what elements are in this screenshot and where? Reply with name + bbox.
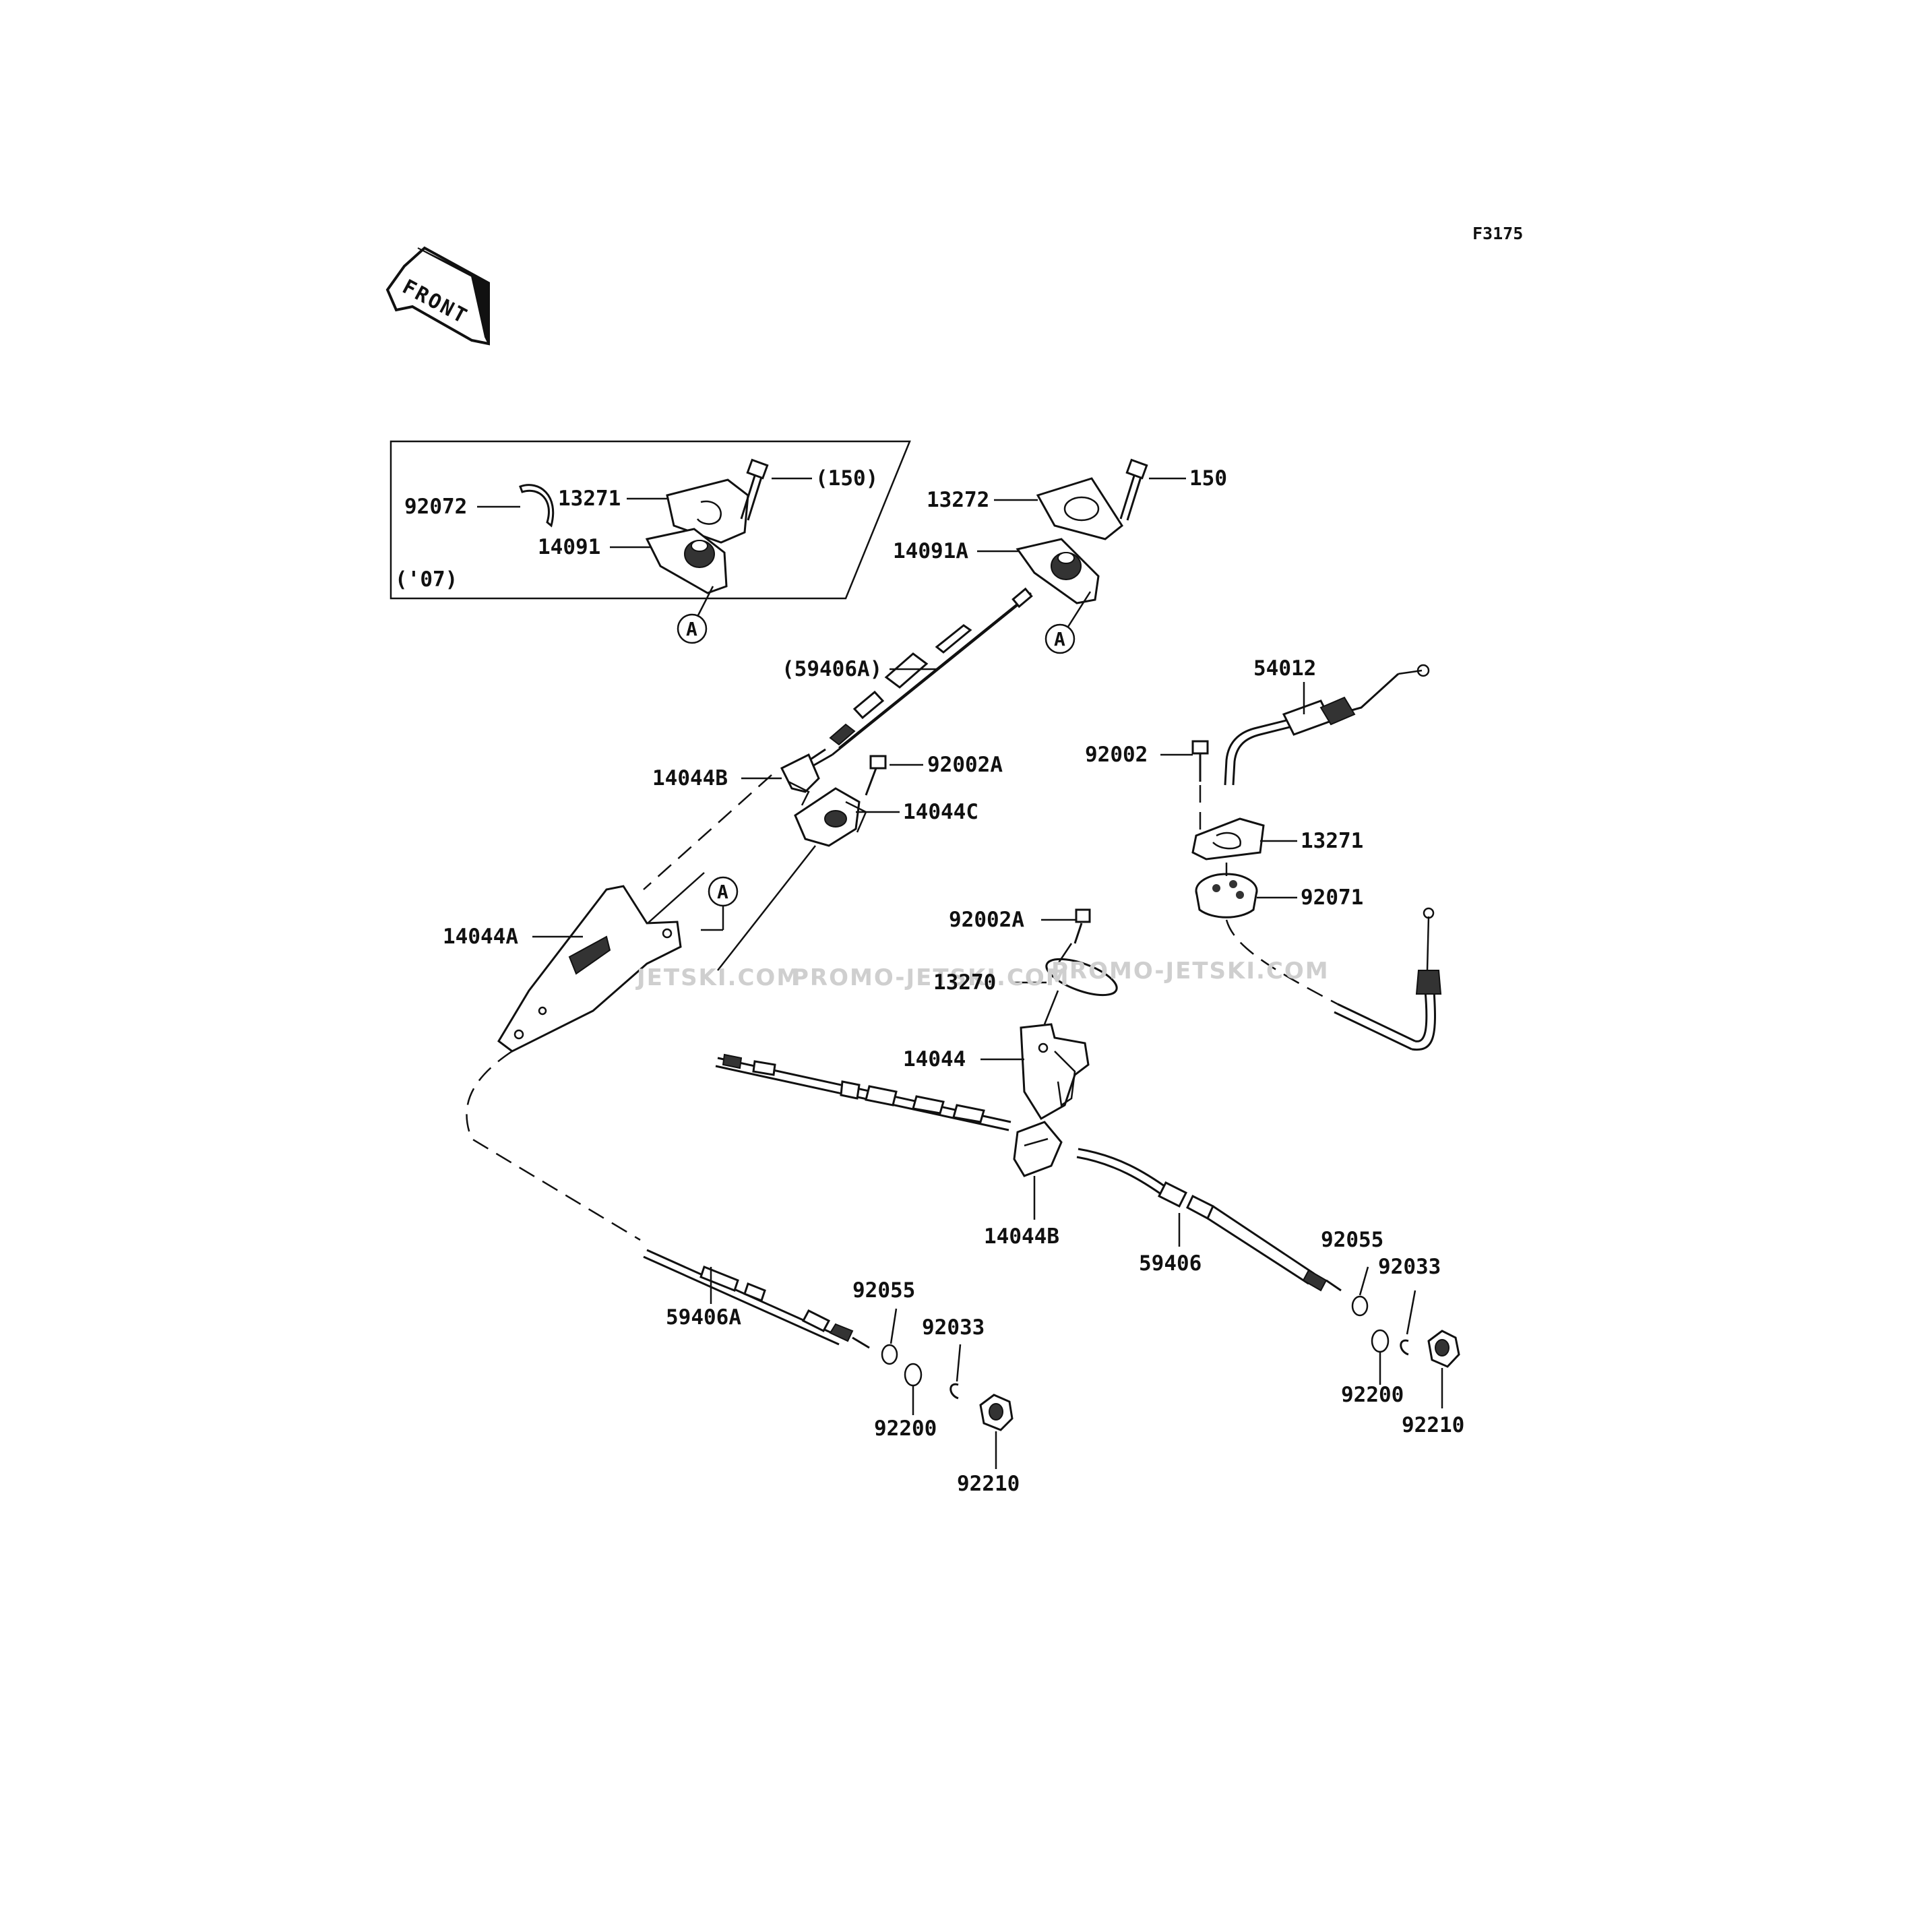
bolt-92002a-mid bbox=[1073, 908, 1091, 944]
part-label-92055-left: 92055 bbox=[852, 1278, 915, 1303]
clamp-14044c bbox=[794, 787, 867, 847]
plate-13272 bbox=[1036, 477, 1123, 540]
boot-14091a bbox=[1016, 538, 1100, 604]
part-label-92071: 92071 bbox=[1301, 885, 1363, 910]
part-label-13271-right: 13271 bbox=[1301, 829, 1363, 853]
bracket-14044a bbox=[497, 885, 682, 1053]
cable-59406a-lower bbox=[643, 1249, 870, 1349]
watermark: PROMO-JETSKI.COM bbox=[792, 964, 1070, 991]
part-label-92200-right: 92200 bbox=[1341, 1383, 1404, 1407]
boot-14091 bbox=[645, 528, 728, 594]
cable-59406 bbox=[715, 1053, 1342, 1292]
bracket-14044b-lower bbox=[1013, 1121, 1063, 1177]
part-label-92002a-upper: 92002A bbox=[927, 753, 1003, 777]
plate-13271-right bbox=[1191, 817, 1265, 861]
bracket-14044 bbox=[1020, 1023, 1090, 1121]
variant-box: ('07) bbox=[389, 440, 911, 600]
part-label-92210-right: 92210 bbox=[1402, 1413, 1464, 1437]
front-arrow-icon: FRONT bbox=[385, 246, 490, 346]
o-ring-92055-right bbox=[1351, 1295, 1369, 1317]
part-label-54012: 54012 bbox=[1253, 656, 1316, 681]
part-label-14044: 14044 bbox=[903, 1047, 966, 1071]
part-label-59406a-upper: (59406A) bbox=[782, 657, 882, 681]
part-label-14091: 14091 bbox=[538, 535, 600, 559]
plate-13271 bbox=[666, 478, 749, 544]
washer-92200-right bbox=[1371, 1329, 1390, 1353]
cable-59406a-upper bbox=[805, 587, 1033, 770]
part-label-92002: 92002 bbox=[1085, 743, 1148, 767]
grommet-92071 bbox=[1195, 873, 1258, 918]
variant-box-label: ('07) bbox=[395, 567, 458, 592]
bolt-150 bbox=[740, 458, 769, 521]
reference-marker-a: A bbox=[1045, 623, 1076, 654]
part-label-13272: 13272 bbox=[927, 488, 989, 512]
part-label-150: 150 bbox=[1189, 466, 1227, 491]
clip-92072 bbox=[519, 484, 555, 528]
reference-marker-a: A bbox=[708, 876, 739, 907]
o-ring-92055-left bbox=[881, 1344, 898, 1365]
part-label-14044b-lower: 14044B bbox=[984, 1224, 1059, 1249]
bolt-92002 bbox=[1191, 740, 1209, 782]
part-label-14044a: 14044A bbox=[443, 925, 518, 949]
svg-text:A: A bbox=[717, 881, 728, 903]
svg-text:A: A bbox=[686, 618, 697, 640]
leader-lines bbox=[477, 477, 1443, 1469]
part-label-92033-left: 92033 bbox=[922, 1315, 985, 1340]
lock-washer-92033-left bbox=[949, 1383, 959, 1400]
cable-end-right bbox=[1334, 907, 1442, 1051]
washer-92200-left bbox=[904, 1363, 923, 1387]
reference-marker-a: A bbox=[677, 613, 708, 644]
nut-92210-left bbox=[979, 1394, 1014, 1431]
part-label-14091a: 14091A bbox=[893, 539, 968, 563]
part-label-92072: 92072 bbox=[404, 495, 467, 519]
part-label-92200-left: 92200 bbox=[874, 1416, 937, 1441]
nut-92210-right bbox=[1427, 1330, 1460, 1368]
part-label-59406a-lower: 59406A bbox=[666, 1305, 741, 1330]
bolt-92002a-upper bbox=[865, 755, 887, 796]
plate-13270 bbox=[1045, 958, 1118, 997]
part-label-59406: 59406 bbox=[1139, 1251, 1202, 1276]
watermark: PROMO-JETSKI.COM bbox=[1051, 958, 1330, 985]
part-label-92002a-mid: 92002A bbox=[949, 908, 1024, 932]
cable-54012 bbox=[1224, 664, 1430, 786]
part-label-150-box: (150) bbox=[815, 466, 878, 491]
watermark: JETSKI.COM bbox=[635, 964, 801, 991]
part-label-92055-right: 92055 bbox=[1321, 1228, 1383, 1252]
part-label-92210-left: 92210 bbox=[957, 1472, 1020, 1496]
lock-washer-92033-right bbox=[1400, 1339, 1409, 1356]
diagram-code: F3175 bbox=[1472, 224, 1523, 243]
part-label-14044c: 14044C bbox=[903, 800, 978, 824]
part-label-14044b-upper: 14044B bbox=[652, 766, 728, 790]
part-label-13270: 13270 bbox=[933, 970, 996, 995]
part-label-92033-right: 92033 bbox=[1378, 1255, 1441, 1279]
part-label-13271: 13271 bbox=[558, 487, 621, 511]
svg-text:A: A bbox=[1054, 628, 1065, 650]
bolt-150 bbox=[1119, 458, 1148, 521]
bracket-14044b-upper bbox=[780, 753, 820, 806]
